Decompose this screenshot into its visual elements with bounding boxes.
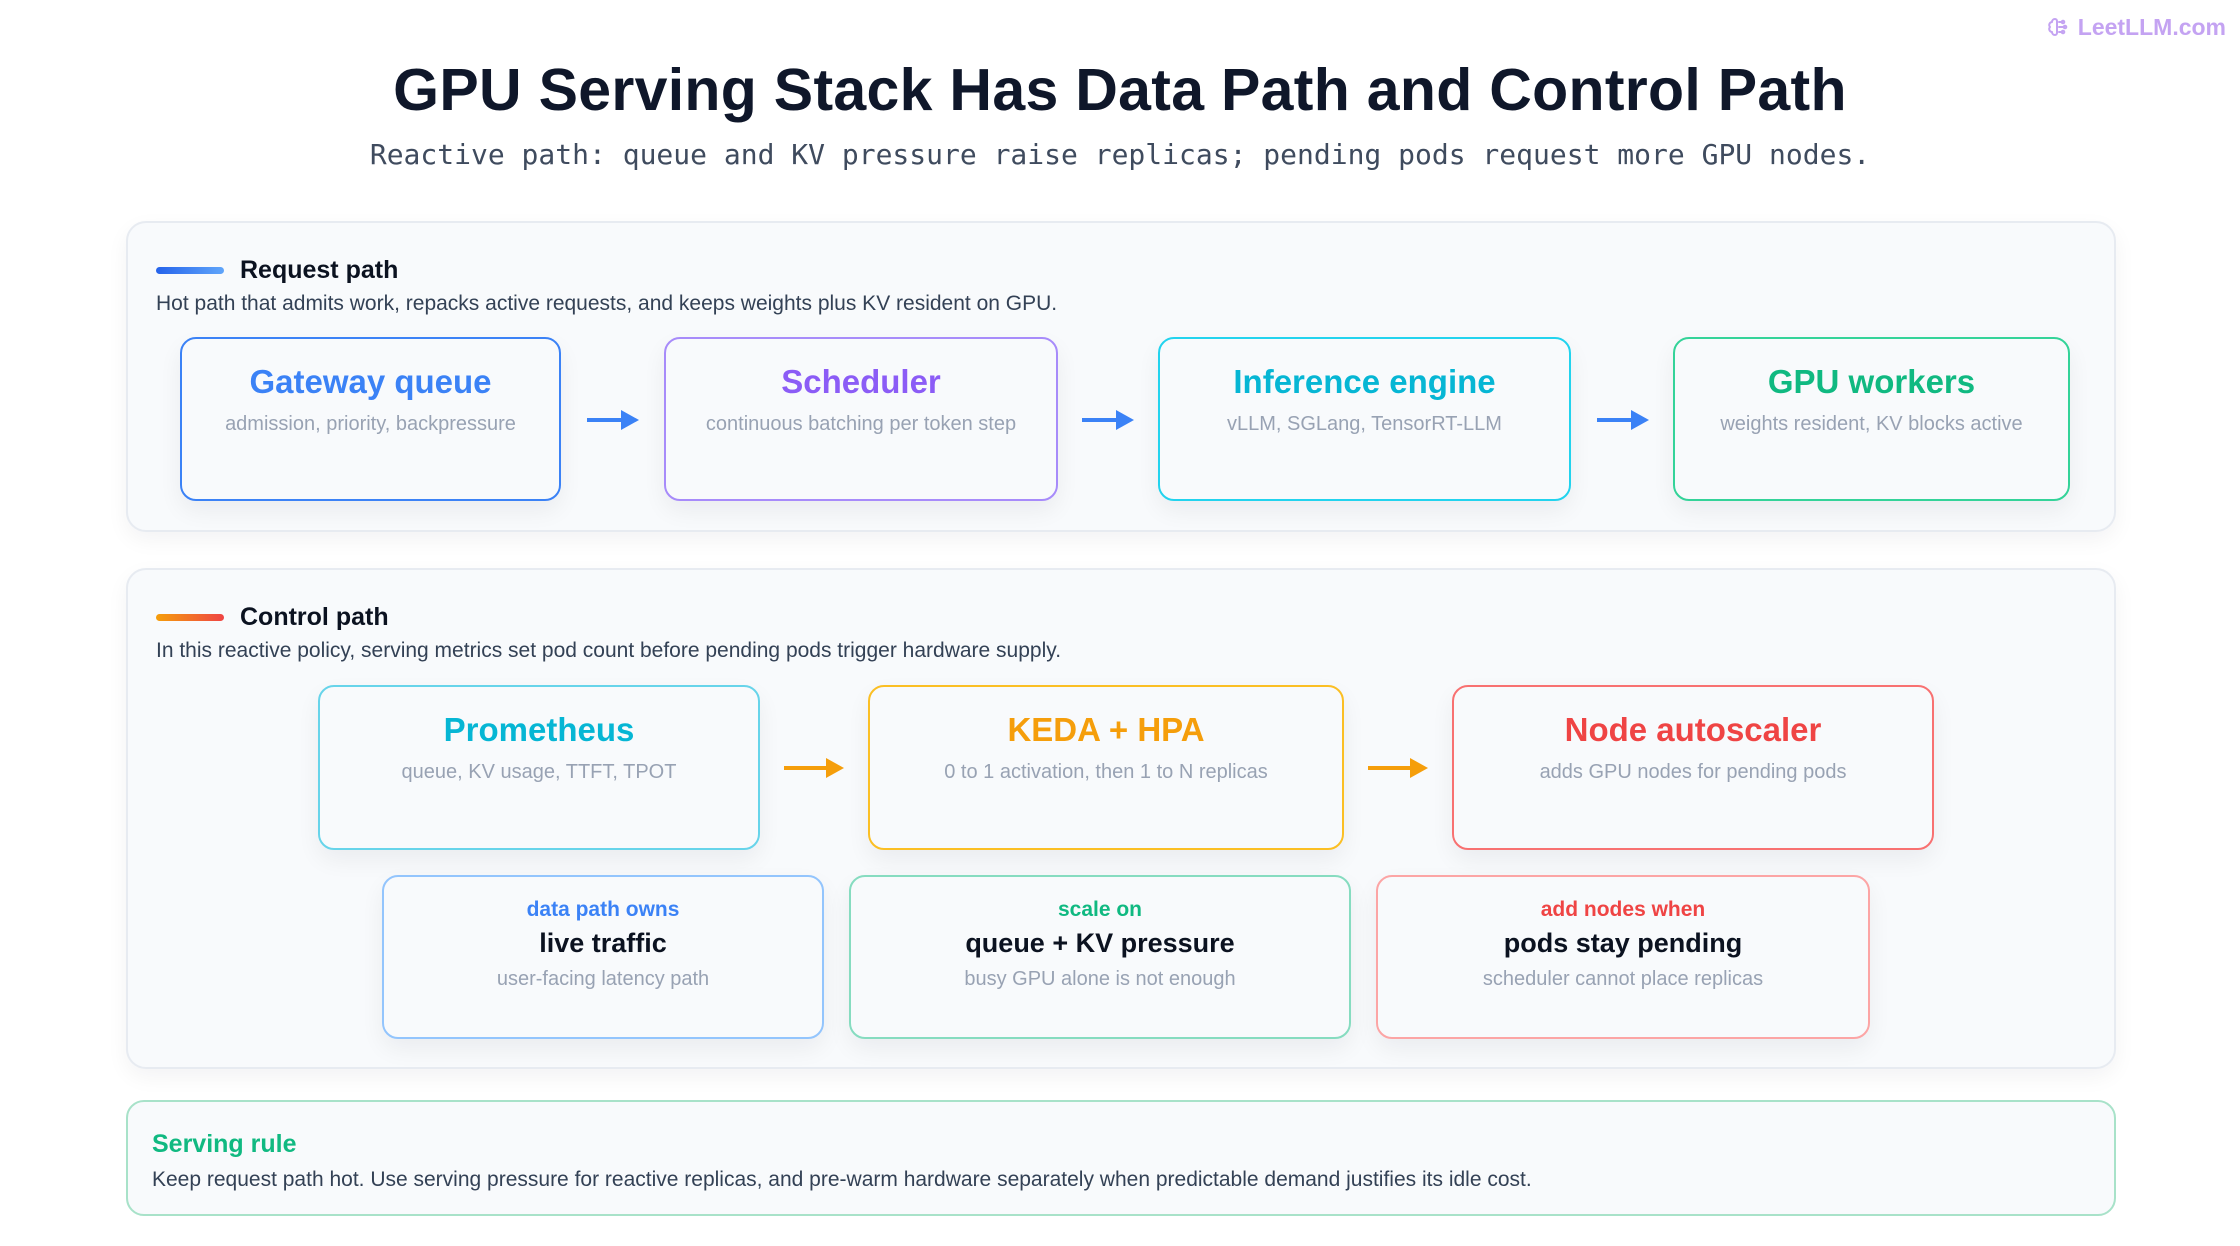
- brand-text: LeetLLM.com: [2077, 14, 2226, 40]
- prometheus-node[interactable]: Prometheus queue, KV usage, TTFT, TPOT: [318, 685, 760, 850]
- scheduler-node[interactable]: Scheduler continuous batching per token …: [664, 337, 1058, 501]
- control-path-header: Control path: [156, 603, 389, 632]
- gateway-queue-subtitle: admission, priority, backpressure: [225, 413, 516, 435]
- scheduler-subtitle: continuous batching per token step: [705, 413, 1017, 435]
- prometheus-subtitle: queue, KV usage, TTFT, TPOT: [401, 761, 677, 783]
- scale-on-kicker: scale on: [1057, 898, 1143, 921]
- data-path-kicker: data path owns: [526, 898, 680, 921]
- arrow-gateway-to-scheduler: [587, 410, 639, 430]
- page-title: GPU Serving Stack Has Data Path and Cont…: [393, 57, 1847, 123]
- keda-hpa-node[interactable]: KEDA + HPA 0 to 1 activation, then 1 to …: [868, 685, 1344, 850]
- node-autoscaler-node[interactable]: Node autoscaler adds GPU nodes for pendi…: [1452, 685, 1934, 850]
- add-nodes-card: add nodes when pods stay pending schedul…: [1376, 875, 1870, 1039]
- gateway-queue-title: Gateway queue: [249, 363, 492, 400]
- serving-rule-box: Serving rule Keep request path hot. Use …: [126, 1100, 2116, 1216]
- scheduler-title: Scheduler: [781, 363, 941, 400]
- request-path-accent-bar: [156, 267, 224, 274]
- gpu-workers-subtitle: weights resident, KV blocks active: [1720, 413, 2023, 435]
- request-path-title: Request path: [240, 256, 399, 284]
- add-nodes-sub: scheduler cannot place replicas: [1482, 968, 1764, 990]
- data-path-sub: user-facing latency path: [496, 968, 710, 990]
- serving-rule-text: Keep request path hot. Use serving press…: [152, 1168, 1532, 1191]
- request-path-header: Request path: [156, 256, 398, 285]
- brand-logo[interactable]: LeetLLM.com: [2046, 14, 2226, 41]
- control-path-accent-bar: [156, 614, 224, 621]
- brain-icon: [2046, 16, 2070, 40]
- request-path-description: Hot path that admits work, repacks activ…: [156, 292, 1058, 315]
- arrow-prometheus-to-keda: [784, 758, 844, 778]
- node-autoscaler-subtitle: adds GPU nodes for pending pods: [1539, 761, 1847, 783]
- data-path-card: data path owns live traffic user-facing …: [382, 875, 824, 1039]
- data-path-main: live traffic: [539, 928, 667, 958]
- inference-engine-node[interactable]: Inference engine vLLM, SGLang, TensorRT-…: [1158, 337, 1571, 501]
- gpu-workers-node[interactable]: GPU workers weights resident, KV blocks …: [1673, 337, 2070, 501]
- serving-rule-title: Serving rule: [152, 1130, 297, 1158]
- control-path-description: In this reactive policy, serving metrics…: [156, 639, 1062, 662]
- inference-engine-title: Inference engine: [1233, 363, 1496, 400]
- gpu-workers-title: GPU workers: [1767, 363, 1976, 400]
- add-nodes-main: pods stay pending: [1503, 928, 1743, 958]
- arrow-engine-to-workers: [1597, 410, 1649, 430]
- inference-engine-subtitle: vLLM, SGLang, TensorRT-LLM: [1227, 413, 1502, 435]
- scale-on-card: scale on queue + KV pressure busy GPU al…: [849, 875, 1351, 1039]
- scale-on-main: queue + KV pressure: [965, 928, 1235, 958]
- arrow-scheduler-to-engine: [1082, 410, 1134, 430]
- page-subtitle: Reactive path: queue and KV pressure rai…: [369, 138, 1871, 171]
- scale-on-sub: busy GPU alone is not enough: [964, 968, 1236, 990]
- control-path-title: Control path: [240, 603, 389, 631]
- arrow-keda-to-autoscaler: [1368, 758, 1428, 778]
- node-autoscaler-title: Node autoscaler: [1564, 711, 1822, 748]
- prometheus-title: Prometheus: [443, 711, 635, 748]
- keda-hpa-subtitle: 0 to 1 activation, then 1 to N replicas: [944, 761, 1268, 783]
- keda-hpa-title: KEDA + HPA: [1007, 711, 1205, 748]
- gateway-queue-node[interactable]: Gateway queue admission, priority, backp…: [180, 337, 561, 501]
- add-nodes-kicker: add nodes when: [1540, 898, 1706, 921]
